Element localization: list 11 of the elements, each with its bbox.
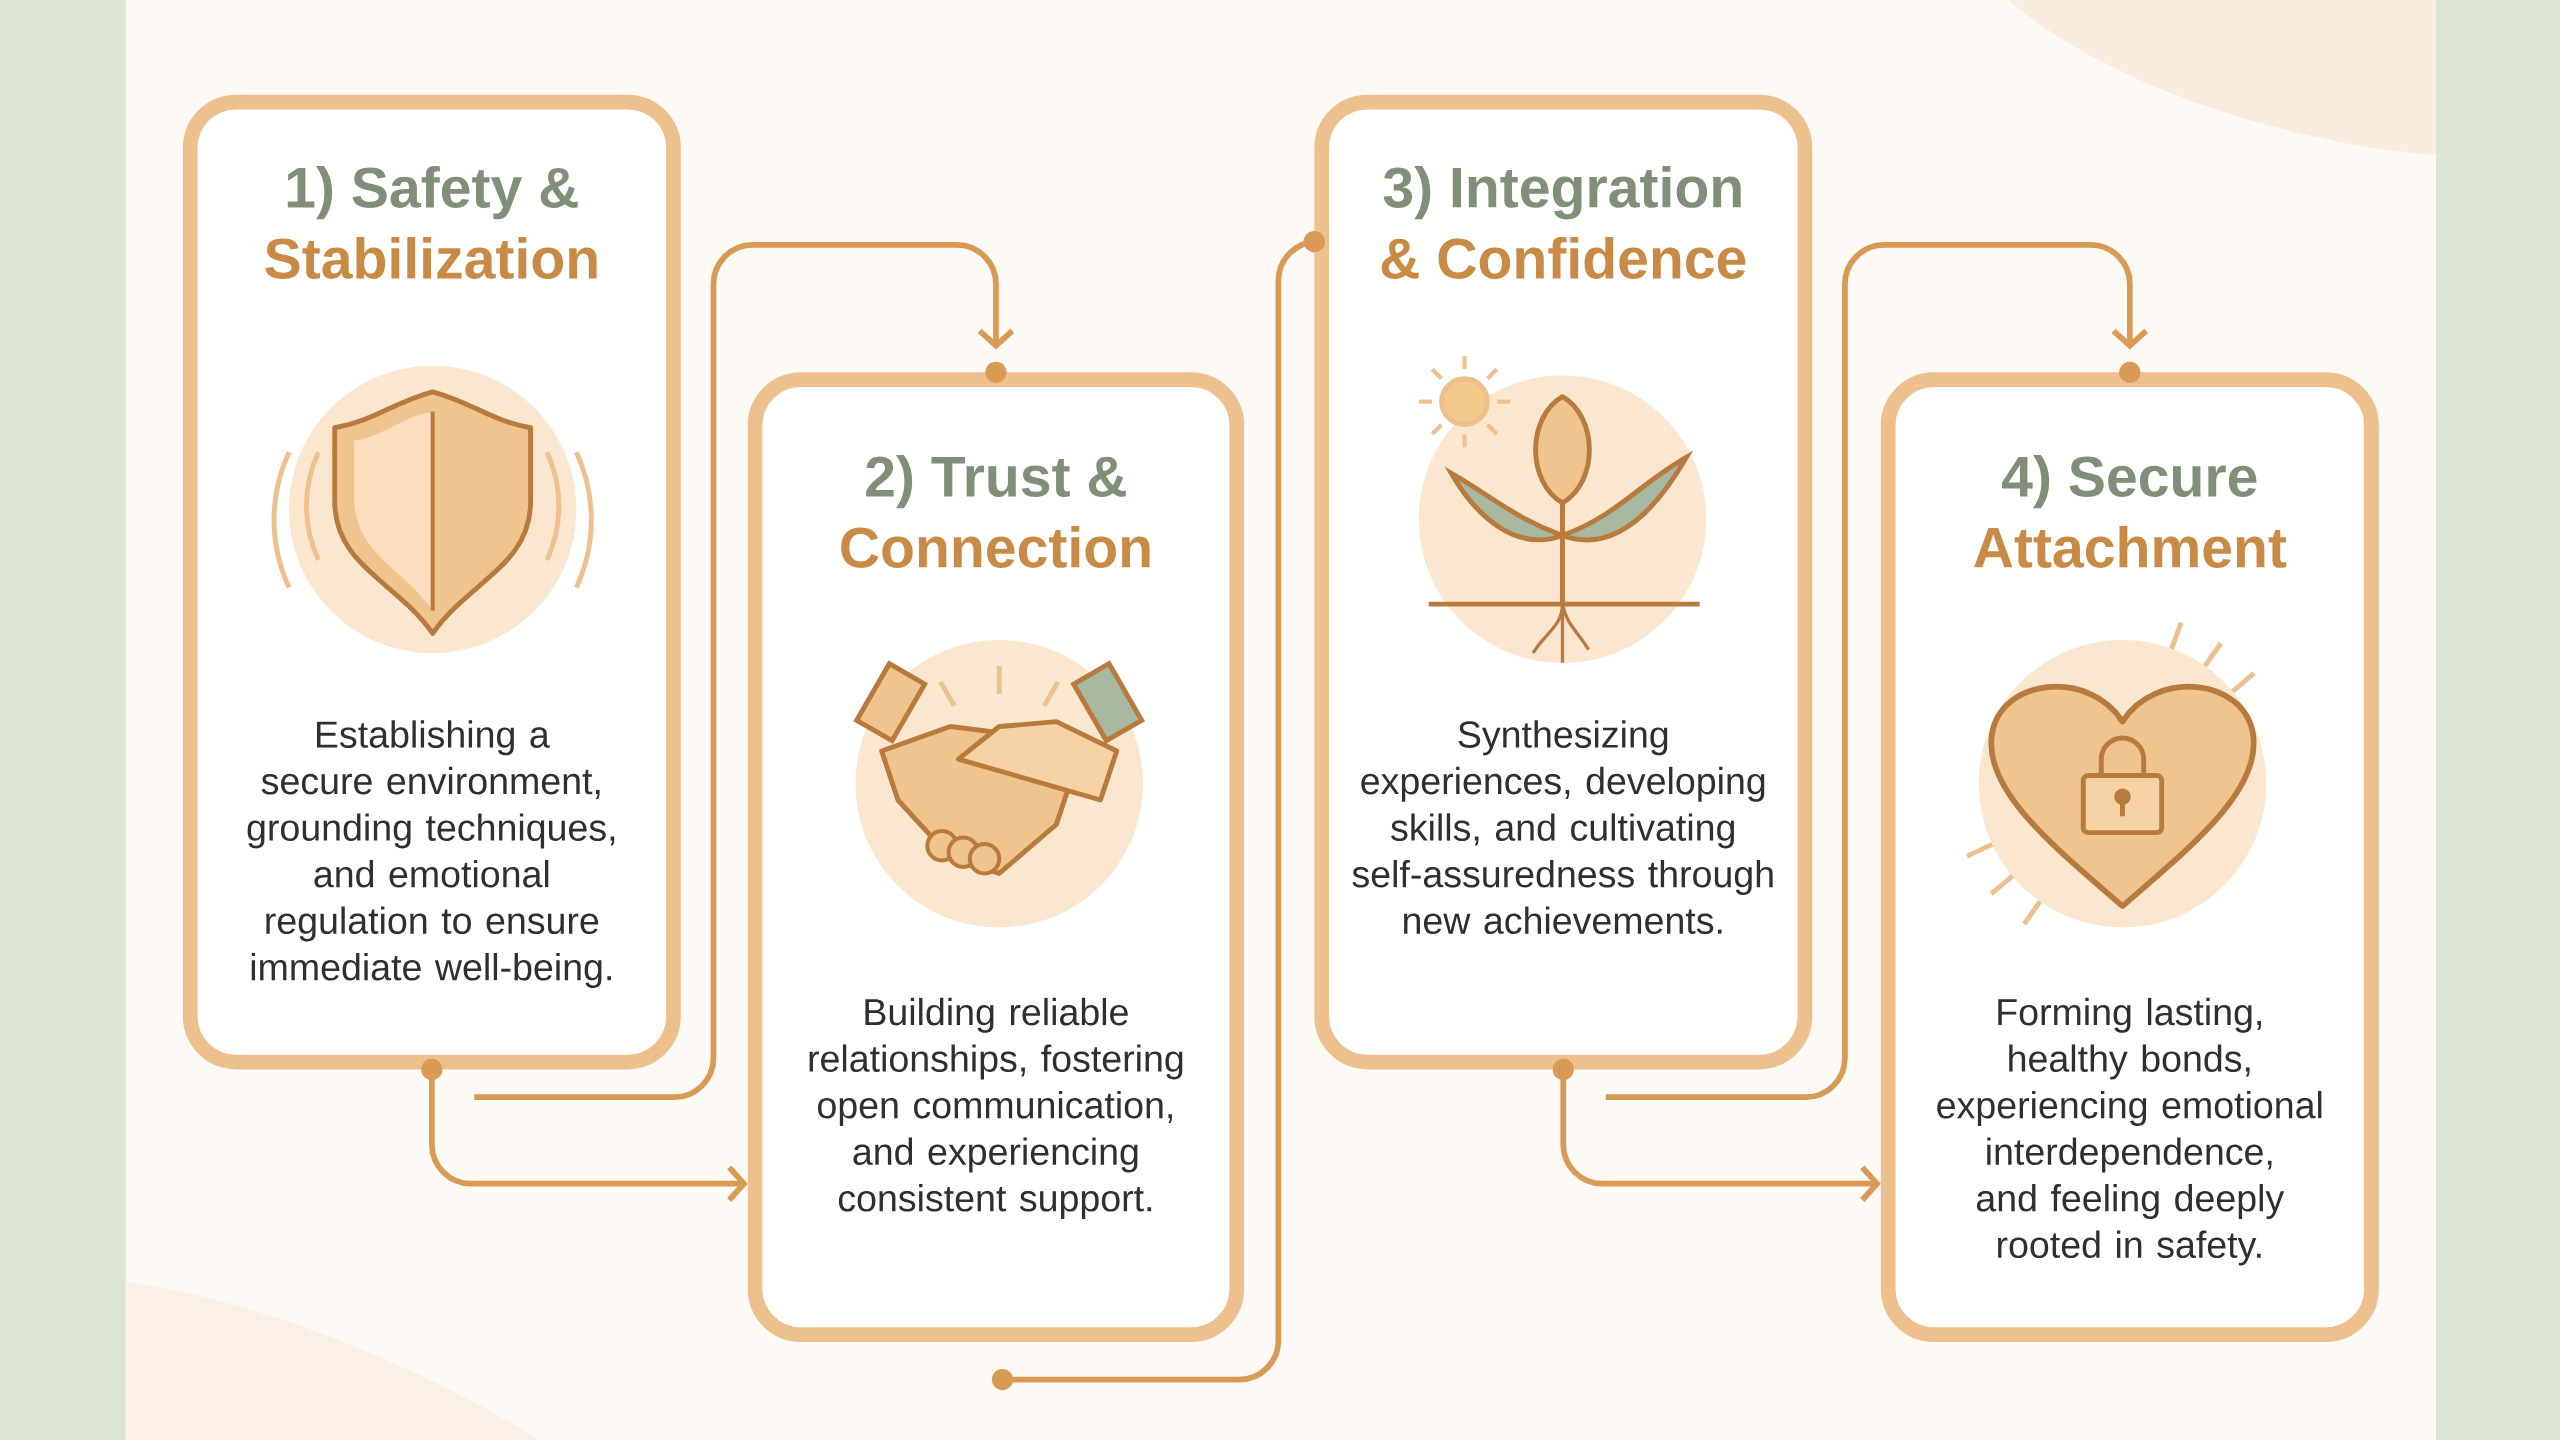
- connector-arrow: [1605, 242, 2149, 1100]
- connector-arrow: [991, 231, 1325, 1391]
- node-label: 1) Safety &: [287, 166, 578, 220]
- node-label: 3) Integration: [1383, 165, 1741, 220]
- connector-arrow: [1552, 1058, 1881, 1202]
- connector-arrow: [421, 1058, 748, 1202]
- node-label: Stabilization: [265, 236, 597, 279]
- node-label: Establishing a secure environment, grounding techniques, and emotional regulation to ensure immediate well-being.: [247, 720, 615, 988]
- node-label: Synthesizing experiences, developing skills, and cultivating self-assuredness through new achievements.: [1352, 720, 1773, 935]
- node-label: & Confidence: [1381, 236, 1746, 279]
- connector-arrow: [474, 242, 1015, 1100]
